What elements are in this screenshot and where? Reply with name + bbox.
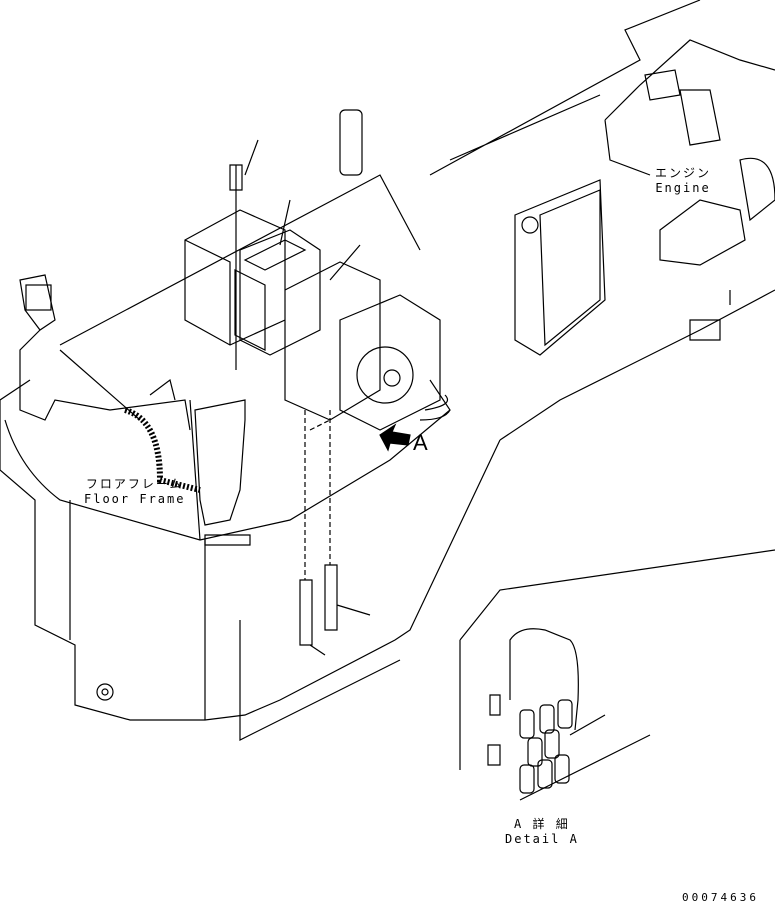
engine-label-en: Engine (655, 181, 711, 195)
engine-label: エンジン Engine (655, 166, 711, 196)
detail-a-bracket (509, 628, 579, 731)
aircon-unit (184, 209, 441, 431)
hose (124, 407, 201, 493)
detail-a-label-en: Detail A (505, 832, 579, 846)
bolt (229, 139, 259, 370)
view-arrow-label: A (413, 430, 428, 455)
detail-a-label: A 詳 細 Detail A (505, 817, 579, 847)
radiator-grille (234, 239, 307, 351)
blower (356, 346, 414, 404)
floor-frame-label: フロアフレーム Floor Frame (84, 477, 185, 507)
drawing-number: 00074636 (682, 891, 759, 903)
engine-label-jp: エンジン (655, 166, 712, 180)
detail-a-clamps (519, 699, 573, 794)
radiator (514, 179, 606, 356)
filter (339, 109, 363, 176)
view-arrow-icon (379, 423, 411, 452)
duct (19, 274, 201, 541)
detail-a-label-jp: A 詳 細 (514, 817, 570, 831)
floor-frame-label-jp: フロアフレーム (85, 477, 184, 491)
controller (194, 399, 246, 526)
hole (96, 683, 114, 701)
floor-frame (4, 379, 451, 741)
frame-outline (0, 0, 775, 721)
pipe (304, 410, 331, 580)
floor-frame-label-en: Floor Frame (84, 492, 186, 506)
detail-a-outline (459, 549, 775, 801)
engine (604, 39, 775, 341)
vent (25, 284, 52, 311)
